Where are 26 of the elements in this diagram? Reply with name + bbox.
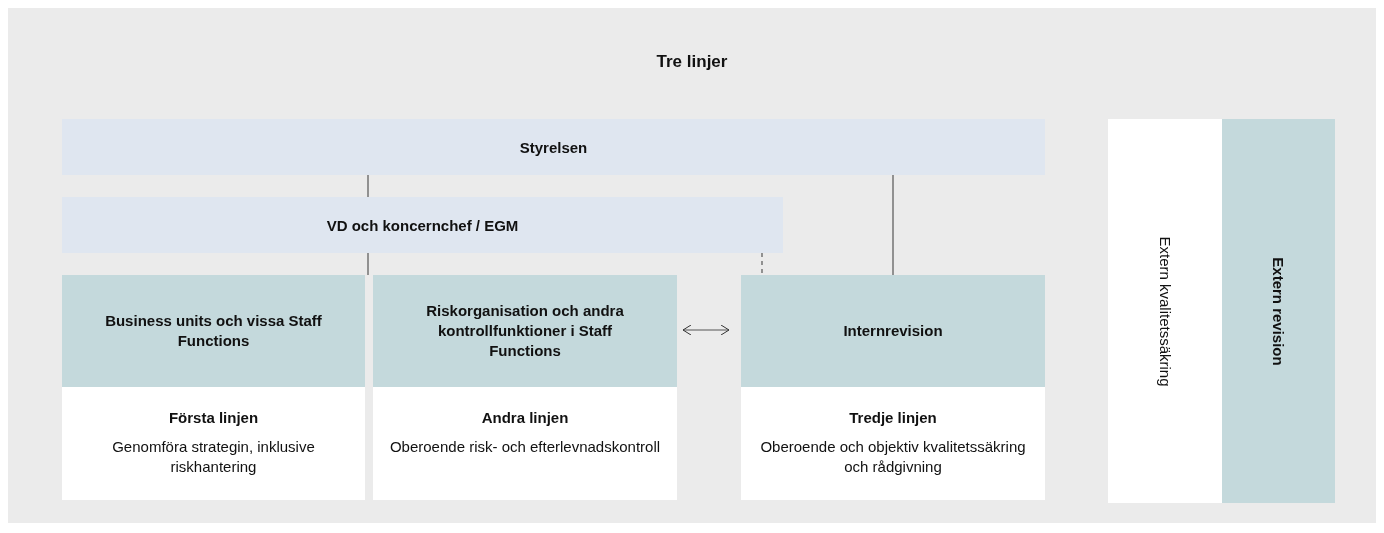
unit-label: Business units och vissa Staff Functions: [104, 310, 323, 351]
level-label: VD och koncernchef / EGM: [326, 216, 519, 234]
org-level-bar: [62, 197, 783, 253]
line-column-card: [62, 275, 365, 500]
line-column-card: [741, 275, 1045, 500]
connector-line: [367, 252, 369, 276]
external-label: Extern revision: [1270, 256, 1287, 366]
line-heading: Tredje linjen: [848, 409, 938, 426]
line-description: Oberoende risk- och efterlevnadskontroll: [388, 437, 662, 457]
external-column: [1108, 119, 1222, 503]
diagram-title: Tre linjer: [655, 52, 729, 72]
line-heading: Första linjen: [167, 409, 260, 426]
line-heading: Andra linjen: [480, 409, 570, 426]
external-column: [1222, 119, 1335, 503]
double-arrow: [682, 324, 730, 336]
connector-line: [367, 174, 369, 198]
unit-label: Internrevision: [842, 320, 944, 341]
line-column-card: [373, 275, 677, 500]
line-description: Genomföra strategin, inklusive riskhantering: [111, 437, 316, 478]
unit-label: Riskorganisation och andra kontrollfunktioner i Staff Functions: [425, 300, 625, 362]
connector-line: [892, 174, 894, 276]
connector-line: [761, 252, 763, 276]
level-label: Styrelsen: [519, 138, 588, 156]
line-description: Oberoende och objektiv kvalitetssäkring och rådgivning: [759, 437, 1027, 478]
external-label: Extern kvalitetssäkring: [1156, 235, 1174, 387]
org-level-bar: [62, 119, 1045, 175]
